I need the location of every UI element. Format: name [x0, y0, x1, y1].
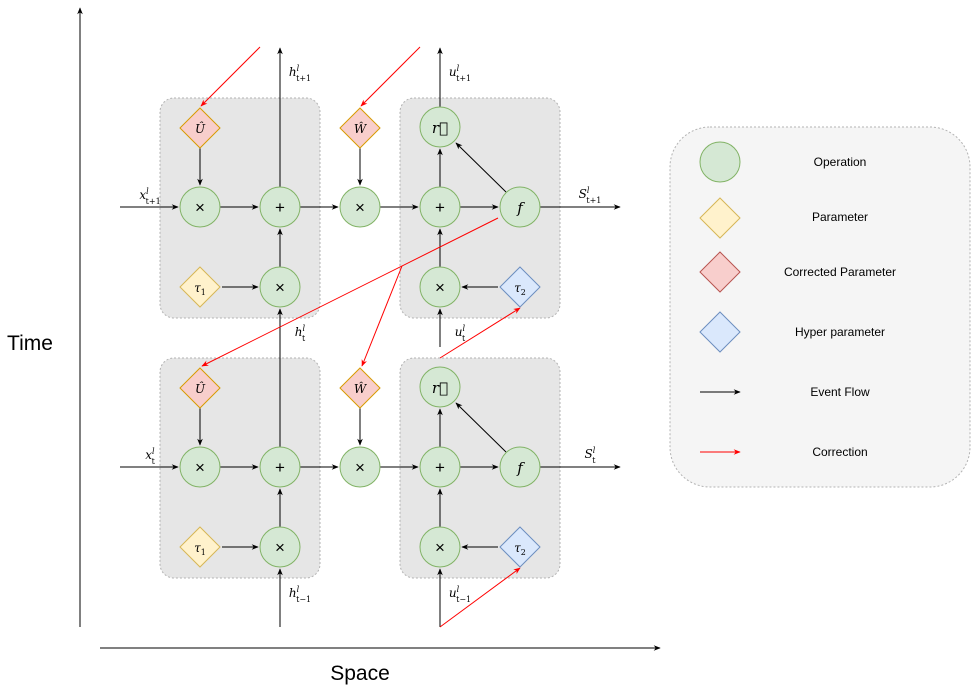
- svg-text:×: ×: [355, 458, 365, 477]
- svg-text:τ2: τ2: [514, 541, 526, 557]
- event-flow-edges: [120, 47, 621, 627]
- param-tau2-lower: τ2: [499, 526, 541, 568]
- op-add-h-upper: +: [259, 186, 301, 228]
- op-r-lower: r⃗: [419, 366, 461, 408]
- legend-correction: Correction: [700, 445, 868, 459]
- svg-text:Ŵ: Ŵ: [354, 381, 368, 396]
- op-mul-x-upper: ×: [179, 186, 221, 228]
- svg-text:Û: Û: [195, 380, 206, 396]
- axes: Time Space: [7, 7, 661, 685]
- param-tau1-upper: τ1: [179, 266, 221, 308]
- correction-edges: [200, 46, 521, 628]
- svg-text:r⃗: r⃗: [432, 379, 448, 397]
- svg-text:×: ×: [195, 198, 205, 217]
- op-mul-tau1-upper: ×: [259, 266, 301, 308]
- hyper-parameter-swatch: [699, 311, 741, 353]
- svg-text:×: ×: [435, 538, 445, 557]
- svg-text:Operation: Operation: [814, 155, 867, 169]
- space-axis-label: Space: [330, 662, 390, 685]
- svg-text:Hyper parameter: Hyper parameter: [795, 325, 885, 339]
- operation-swatch: [699, 141, 741, 183]
- op-f-upper: f: [499, 186, 541, 228]
- legend-box: [669, 126, 971, 488]
- operations: × + × × + f r⃗ × × + × × + f r⃗ ×: [179, 106, 541, 568]
- op-r-upper: r⃗: [419, 106, 461, 148]
- parameter-swatch: [699, 197, 741, 239]
- svg-text:Corrected Parameter: Corrected Parameter: [784, 265, 896, 279]
- svg-text:×: ×: [275, 538, 285, 557]
- svg-text:r⃗: r⃗: [432, 119, 448, 137]
- op-mul-w-lower: ×: [339, 446, 381, 488]
- svg-text:f: f: [516, 459, 525, 477]
- time-axis-label: Time: [7, 332, 53, 355]
- param-w-lower: Ŵ: [339, 367, 381, 409]
- svg-text:×: ×: [195, 458, 205, 477]
- svg-text:Correction: Correction: [812, 445, 867, 459]
- legend: Operation Parameter Corrected Parameter …: [699, 141, 896, 459]
- op-mul-tau2-lower: ×: [419, 526, 461, 568]
- op-mul-tau1-lower: ×: [259, 526, 301, 568]
- corrected-parameter-swatch: [699, 251, 741, 293]
- legend-corrected-parameter: Corrected Parameter: [699, 251, 896, 293]
- op-add-h-lower: +: [259, 446, 301, 488]
- svg-text:Û: Û: [195, 120, 206, 136]
- param-w-upper: Ŵ: [339, 107, 381, 149]
- svg-text:τ1: τ1: [194, 281, 206, 297]
- svg-text:Parameter: Parameter: [812, 210, 868, 224]
- op-mul-w-upper: ×: [339, 186, 381, 228]
- param-u-lower: Û: [179, 367, 221, 409]
- svg-text:τ1: τ1: [194, 541, 206, 557]
- parameters: Û Ŵ τ1 τ2 Û Ŵ τ1 τ2: [179, 107, 541, 568]
- svg-text:+: +: [435, 458, 445, 477]
- svg-text:τ2: τ2: [514, 281, 526, 297]
- svg-text:Event Flow: Event Flow: [810, 385, 870, 399]
- param-u-upper: Û: [179, 107, 221, 149]
- svg-text:×: ×: [355, 198, 365, 217]
- svg-text:Ŵ: Ŵ: [354, 121, 368, 136]
- svg-text:f: f: [516, 199, 525, 217]
- svg-text:×: ×: [435, 278, 445, 297]
- legend-hyper-parameter: Hyper parameter: [699, 311, 885, 353]
- legend-operation: Operation: [699, 141, 867, 183]
- op-mul-tau2-upper: ×: [419, 266, 461, 308]
- svg-text:+: +: [275, 198, 285, 217]
- op-f-lower: f: [499, 446, 541, 488]
- svg-text:×: ×: [275, 278, 285, 297]
- op-add-u-upper: +: [419, 186, 461, 228]
- param-tau1-lower: τ1: [179, 526, 221, 568]
- svg-text:+: +: [275, 458, 285, 477]
- op-mul-x-lower: ×: [179, 446, 221, 488]
- param-tau2-upper: τ2: [499, 266, 541, 308]
- legend-event-flow: Event Flow: [700, 385, 870, 399]
- svg-text:+: +: [435, 198, 445, 217]
- op-add-u-lower: +: [419, 446, 461, 488]
- legend-parameter: Parameter: [699, 197, 868, 239]
